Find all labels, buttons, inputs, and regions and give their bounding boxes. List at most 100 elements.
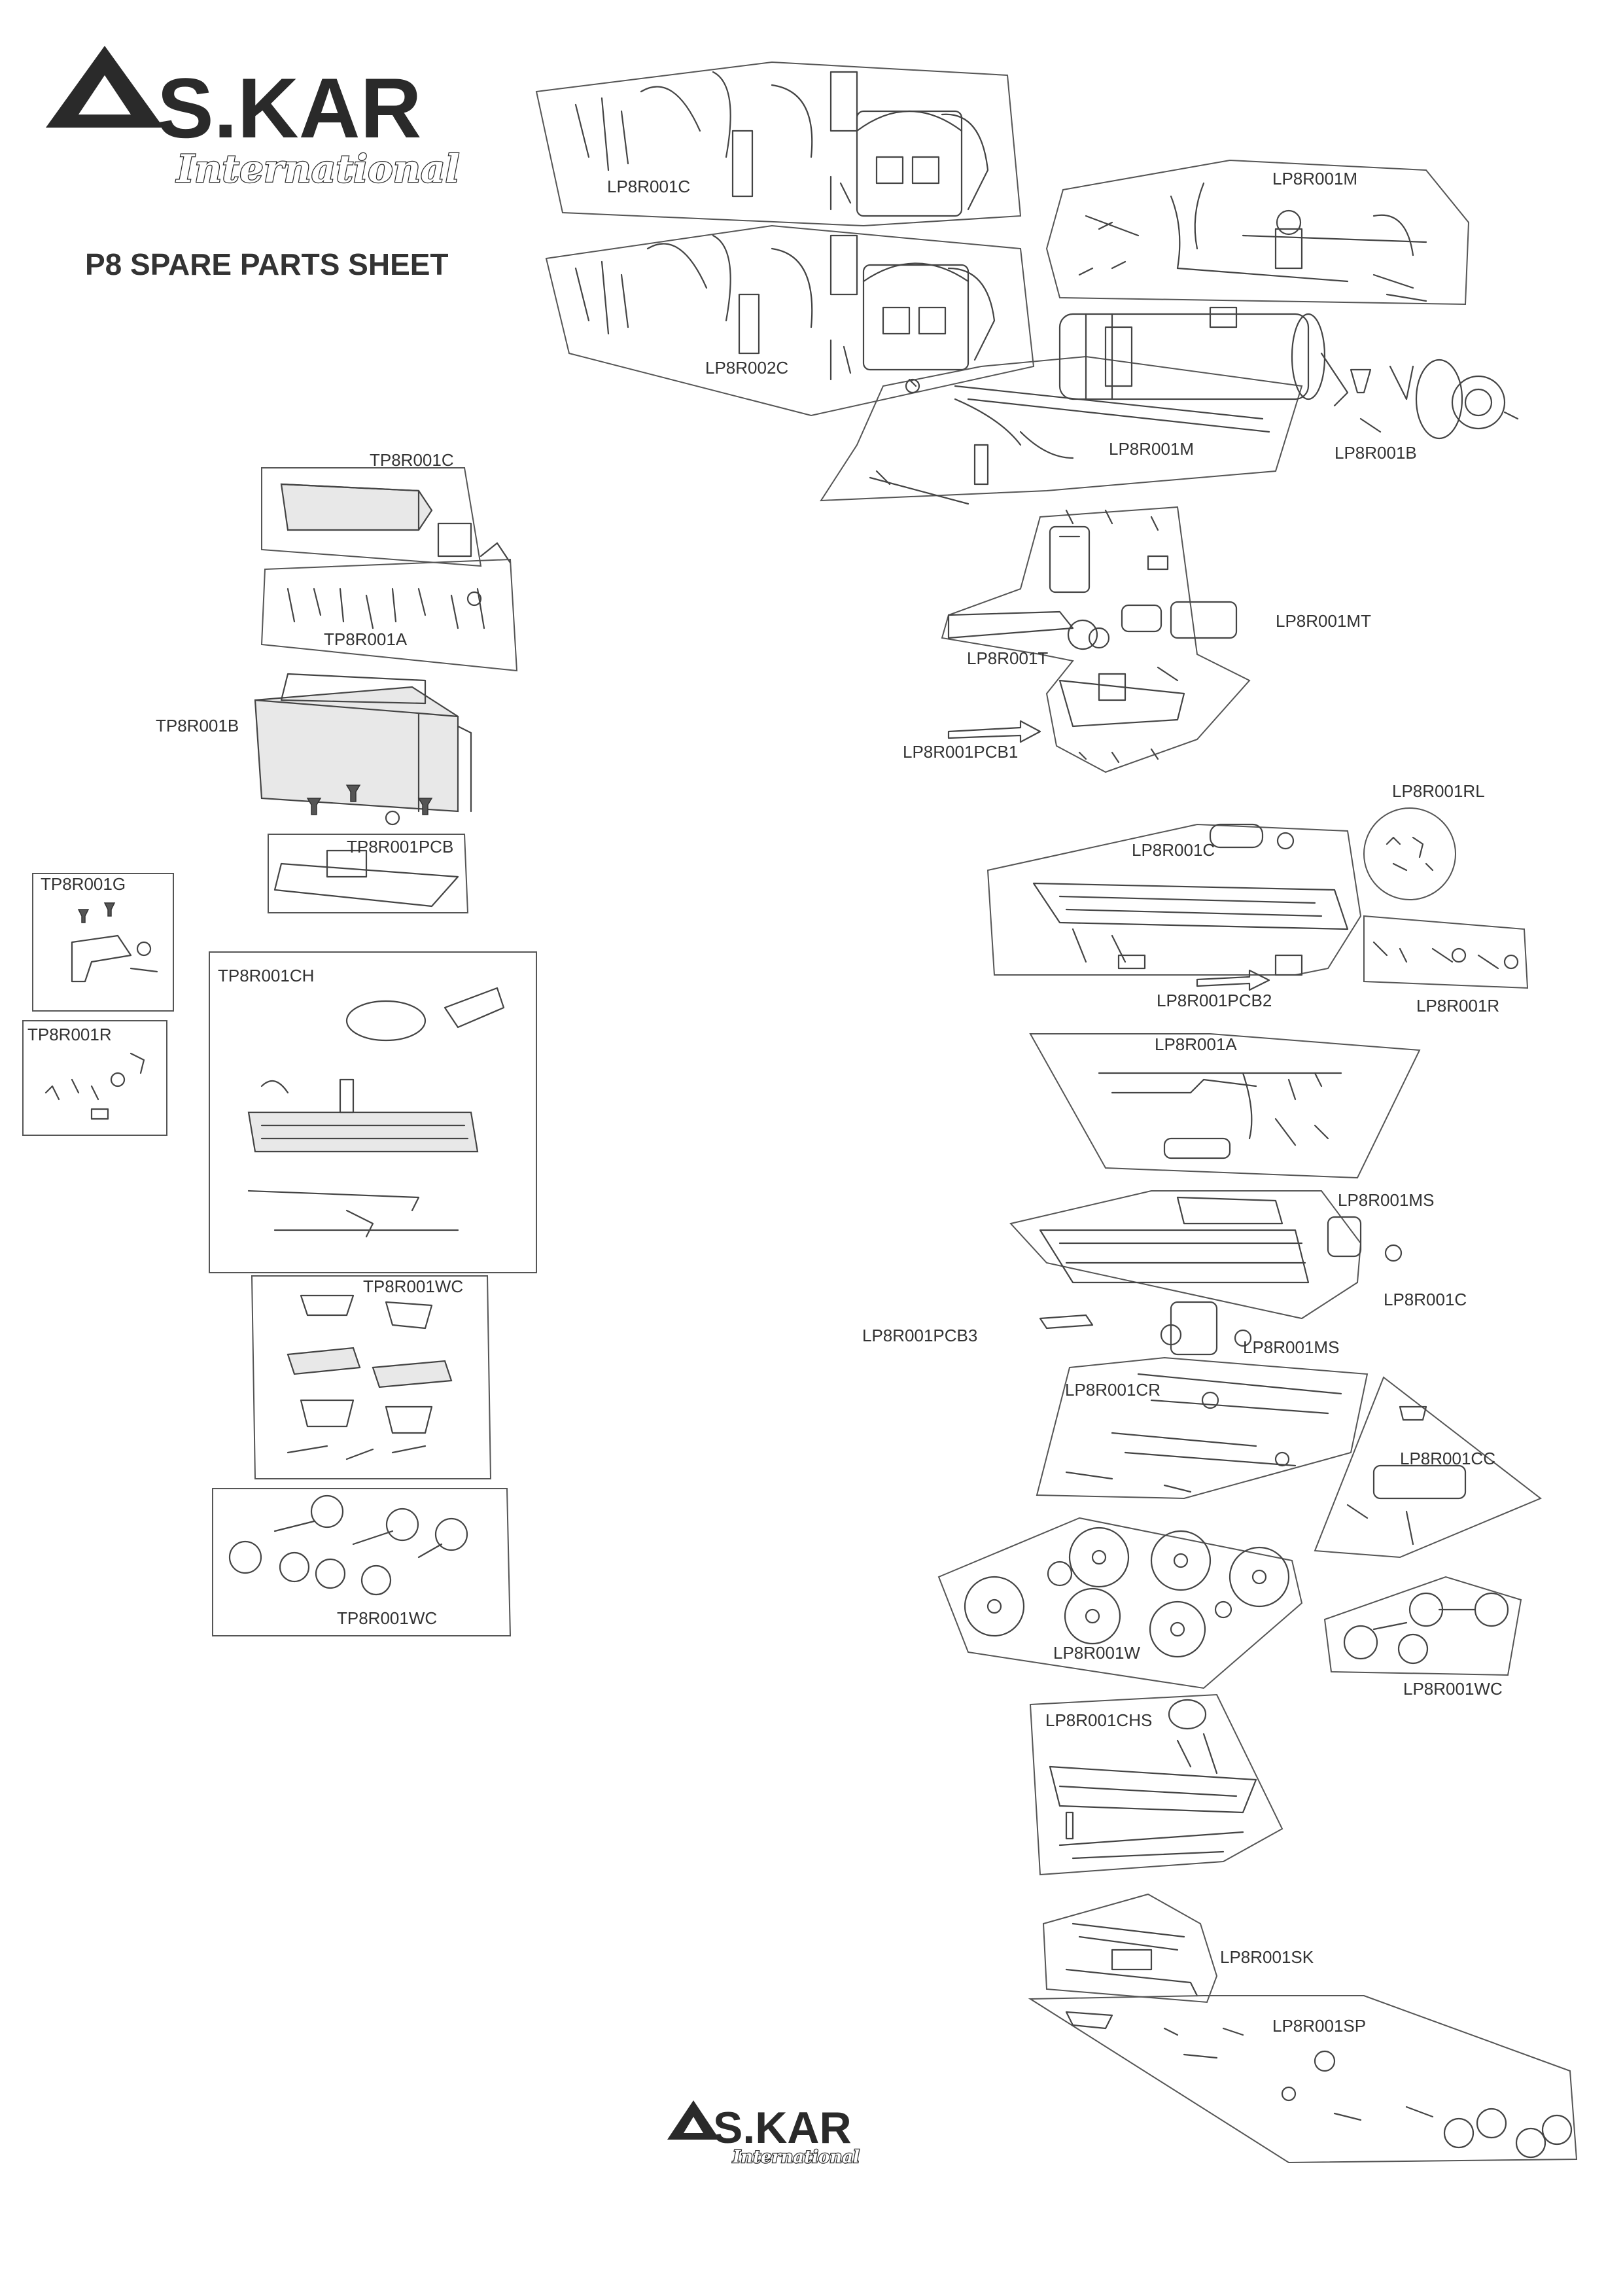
logo-brand: S.KAR — [157, 60, 421, 156]
label-lp8r001sp: LP8R001SP — [1272, 2016, 1366, 2036]
label-lp8r001pcb1: LP8R001PCB1 — [903, 742, 1018, 762]
oskar-logo: S.KAR International — [46, 46, 461, 192]
label-lp8r001ms: LP8R001MS — [1338, 1190, 1434, 1210]
tp-g-drawing — [71, 902, 158, 983]
label-tp8r001a: TP8R001A — [324, 629, 408, 649]
tp-pcb-drawing — [273, 849, 459, 908]
cab-2-drawing — [574, 234, 996, 381]
label-lp8r001w: LP8R001W — [1053, 1643, 1140, 1663]
group-lp-pipes-top: LP8R001M — [1045, 159, 1470, 306]
motor-drawing — [947, 509, 1238, 764]
group-lp-cab-2: LP8R002C — [545, 224, 1035, 417]
group-lp-chassis-cover: LP8R001C LP8R001PCB2 — [986, 823, 1362, 1010]
label-lp8r001t: LP8R001T — [967, 648, 1048, 668]
driving-wheels-drawing — [964, 1527, 1290, 1658]
label-lp8r001cc: LP8R001CC — [1400, 1449, 1495, 1468]
chassis-frame-drawing — [1039, 1196, 1403, 1284]
group-tp-g: TP8R001G — [32, 873, 174, 1012]
boiler-drawing — [869, 306, 1349, 505]
coupler-drawing — [1346, 1405, 1467, 1545]
label-lp8r001m: LP8R001M — [1109, 439, 1194, 459]
group-tp-chassis: TP8R001CH — [209, 951, 537, 1273]
tp-chassis-drawing — [247, 987, 505, 1238]
group-lp-chassis-frame: LP8R001MS LP8R001C — [1009, 1190, 1467, 1320]
group-lp-boiler: LP8R001M — [820, 306, 1349, 505]
group-tp-details: TP8R001A — [260, 558, 518, 672]
group-tp-r: TP8R001R — [22, 1020, 167, 1136]
pcb2-arrow-icon — [1196, 969, 1270, 991]
label-lp8r001m-top: LP8R001M — [1272, 169, 1357, 188]
sheet-title: P8 SPARE PARTS SHEET — [85, 247, 449, 281]
label-tp8r001r: TP8R001R — [27, 1025, 112, 1044]
spares-drawing — [1065, 2011, 1573, 2159]
logo-subtitle: International — [175, 147, 460, 191]
label-tp8r001wc: TP8R001WC — [337, 1608, 437, 1628]
group-lp-cab-1: LP8R001C — [535, 61, 1022, 227]
footer-logo-brand: S.KAR — [713, 2103, 852, 2153]
label-lp8r001mt: LP8R001MT — [1276, 611, 1371, 631]
label-lp8r001chs: LP8R001CHS — [1045, 1710, 1152, 1730]
group-lp-skirt: LP8R001SK — [1042, 1893, 1314, 2004]
tp-details-drawing — [287, 588, 485, 629]
smokebox-drawing — [1350, 359, 1519, 440]
footer-logo-triangle-icon — [667, 2100, 720, 2140]
wheelset-drawing — [1343, 1592, 1509, 1665]
group-lp-motor: LP8R001MT LP8R001T LP8R001PCB1 — [903, 506, 1371, 773]
con-rods-drawing — [1065, 1373, 1342, 1493]
group-lp-coupler: LP8R001CC — [1314, 1376, 1542, 1559]
group-lp-lights: LP8R001RL — [1363, 781, 1485, 900]
pipes-top-drawing — [1078, 182, 1427, 302]
group-tp-cover: TP8R001C — [261, 450, 512, 567]
logo-triangle-icon — [46, 46, 164, 128]
label-lp8r001wc: LP8R001WC — [1403, 1679, 1503, 1699]
chassis-sub-drawing — [1049, 1699, 1257, 1860]
group-lp-details: LP8R001A — [1029, 1033, 1421, 1179]
group-lp-pcb3: LP8R001PCB3 LP8R001MS — [862, 1301, 1339, 1357]
group-tp-bogies: TP8R001WC — [251, 1275, 492, 1479]
footer-logo-subtitle: International — [732, 2147, 860, 2167]
label-tp8r001wc-bogies: TP8R001WC — [363, 1277, 463, 1296]
rods-drawing — [1372, 941, 1519, 970]
tp-screws-drawing — [306, 785, 433, 826]
label-lp8r001c-frame: LP8R001C — [1384, 1290, 1467, 1309]
label-lp8r001b: LP8R001B — [1335, 443, 1417, 463]
tp-r-drawing — [44, 1052, 145, 1120]
group-lp-chassis-sub: LP8R001CHS — [1029, 1693, 1283, 1876]
group-lp-smokebox: LP8R001B — [1335, 359, 1519, 463]
tp-cover-drawing — [280, 483, 512, 564]
tp-body-drawing — [254, 673, 472, 813]
group-lp-wheels: LP8R001W — [937, 1517, 1303, 1689]
label-tp8r001pcb: TP8R001PCB — [347, 837, 453, 857]
group-lp-rods: LP8R001R — [1363, 915, 1529, 1016]
label-lp8r001cr: LP8R001CR — [1065, 1380, 1161, 1400]
tp-wheels-drawing — [228, 1494, 468, 1596]
group-lp-wheelset: LP8R001WC — [1323, 1576, 1522, 1699]
label-lp8r001a: LP8R001A — [1155, 1034, 1237, 1054]
group-tp-wheels: TP8R001WC — [212, 1488, 512, 1636]
label-lp8r002c: LP8R002C — [705, 358, 788, 378]
label-tp8r001c: TP8R001C — [370, 450, 454, 470]
group-tp-body: TP8R001B — [156, 673, 472, 826]
label-lp8r001pcb3: LP8R001PCB3 — [862, 1326, 977, 1345]
label-tp8r001b: TP8R001B — [156, 716, 239, 735]
label-lp8r001rl: LP8R001RL — [1392, 781, 1485, 801]
skirt-drawing — [1065, 1922, 1198, 1997]
tp-bogies-drawing — [287, 1294, 453, 1460]
label-lp8r001pcb2: LP8R001PCB2 — [1157, 991, 1272, 1010]
label-tp8r001ch: TP8R001CH — [218, 966, 314, 985]
label-lp8r001r: LP8R001R — [1416, 996, 1499, 1016]
label-lp8r001c: LP8R001C — [607, 177, 690, 196]
label-lp8r001sk: LP8R001SK — [1220, 1947, 1314, 1967]
group-lp-con-rods: LP8R001CR — [1036, 1356, 1369, 1500]
details-drawing — [1098, 1072, 1342, 1159]
group-lp-spares: LP8R001SP — [1028, 1995, 1578, 2164]
chassis-cover-drawing — [1032, 823, 1349, 976]
pcb1-arrow-icon — [947, 720, 1041, 743]
oskar-footer-logo: S.KAR International — [667, 2100, 860, 2168]
cab-1-drawing — [574, 71, 989, 217]
group-tp-pcb: TP8R001PCB — [268, 834, 469, 913]
label-lp8r001c-cover: LP8R001C — [1132, 840, 1215, 860]
label-tp8r001g: TP8R001G — [41, 874, 126, 894]
label-lp8r001ms-2: LP8R001MS — [1243, 1337, 1339, 1357]
